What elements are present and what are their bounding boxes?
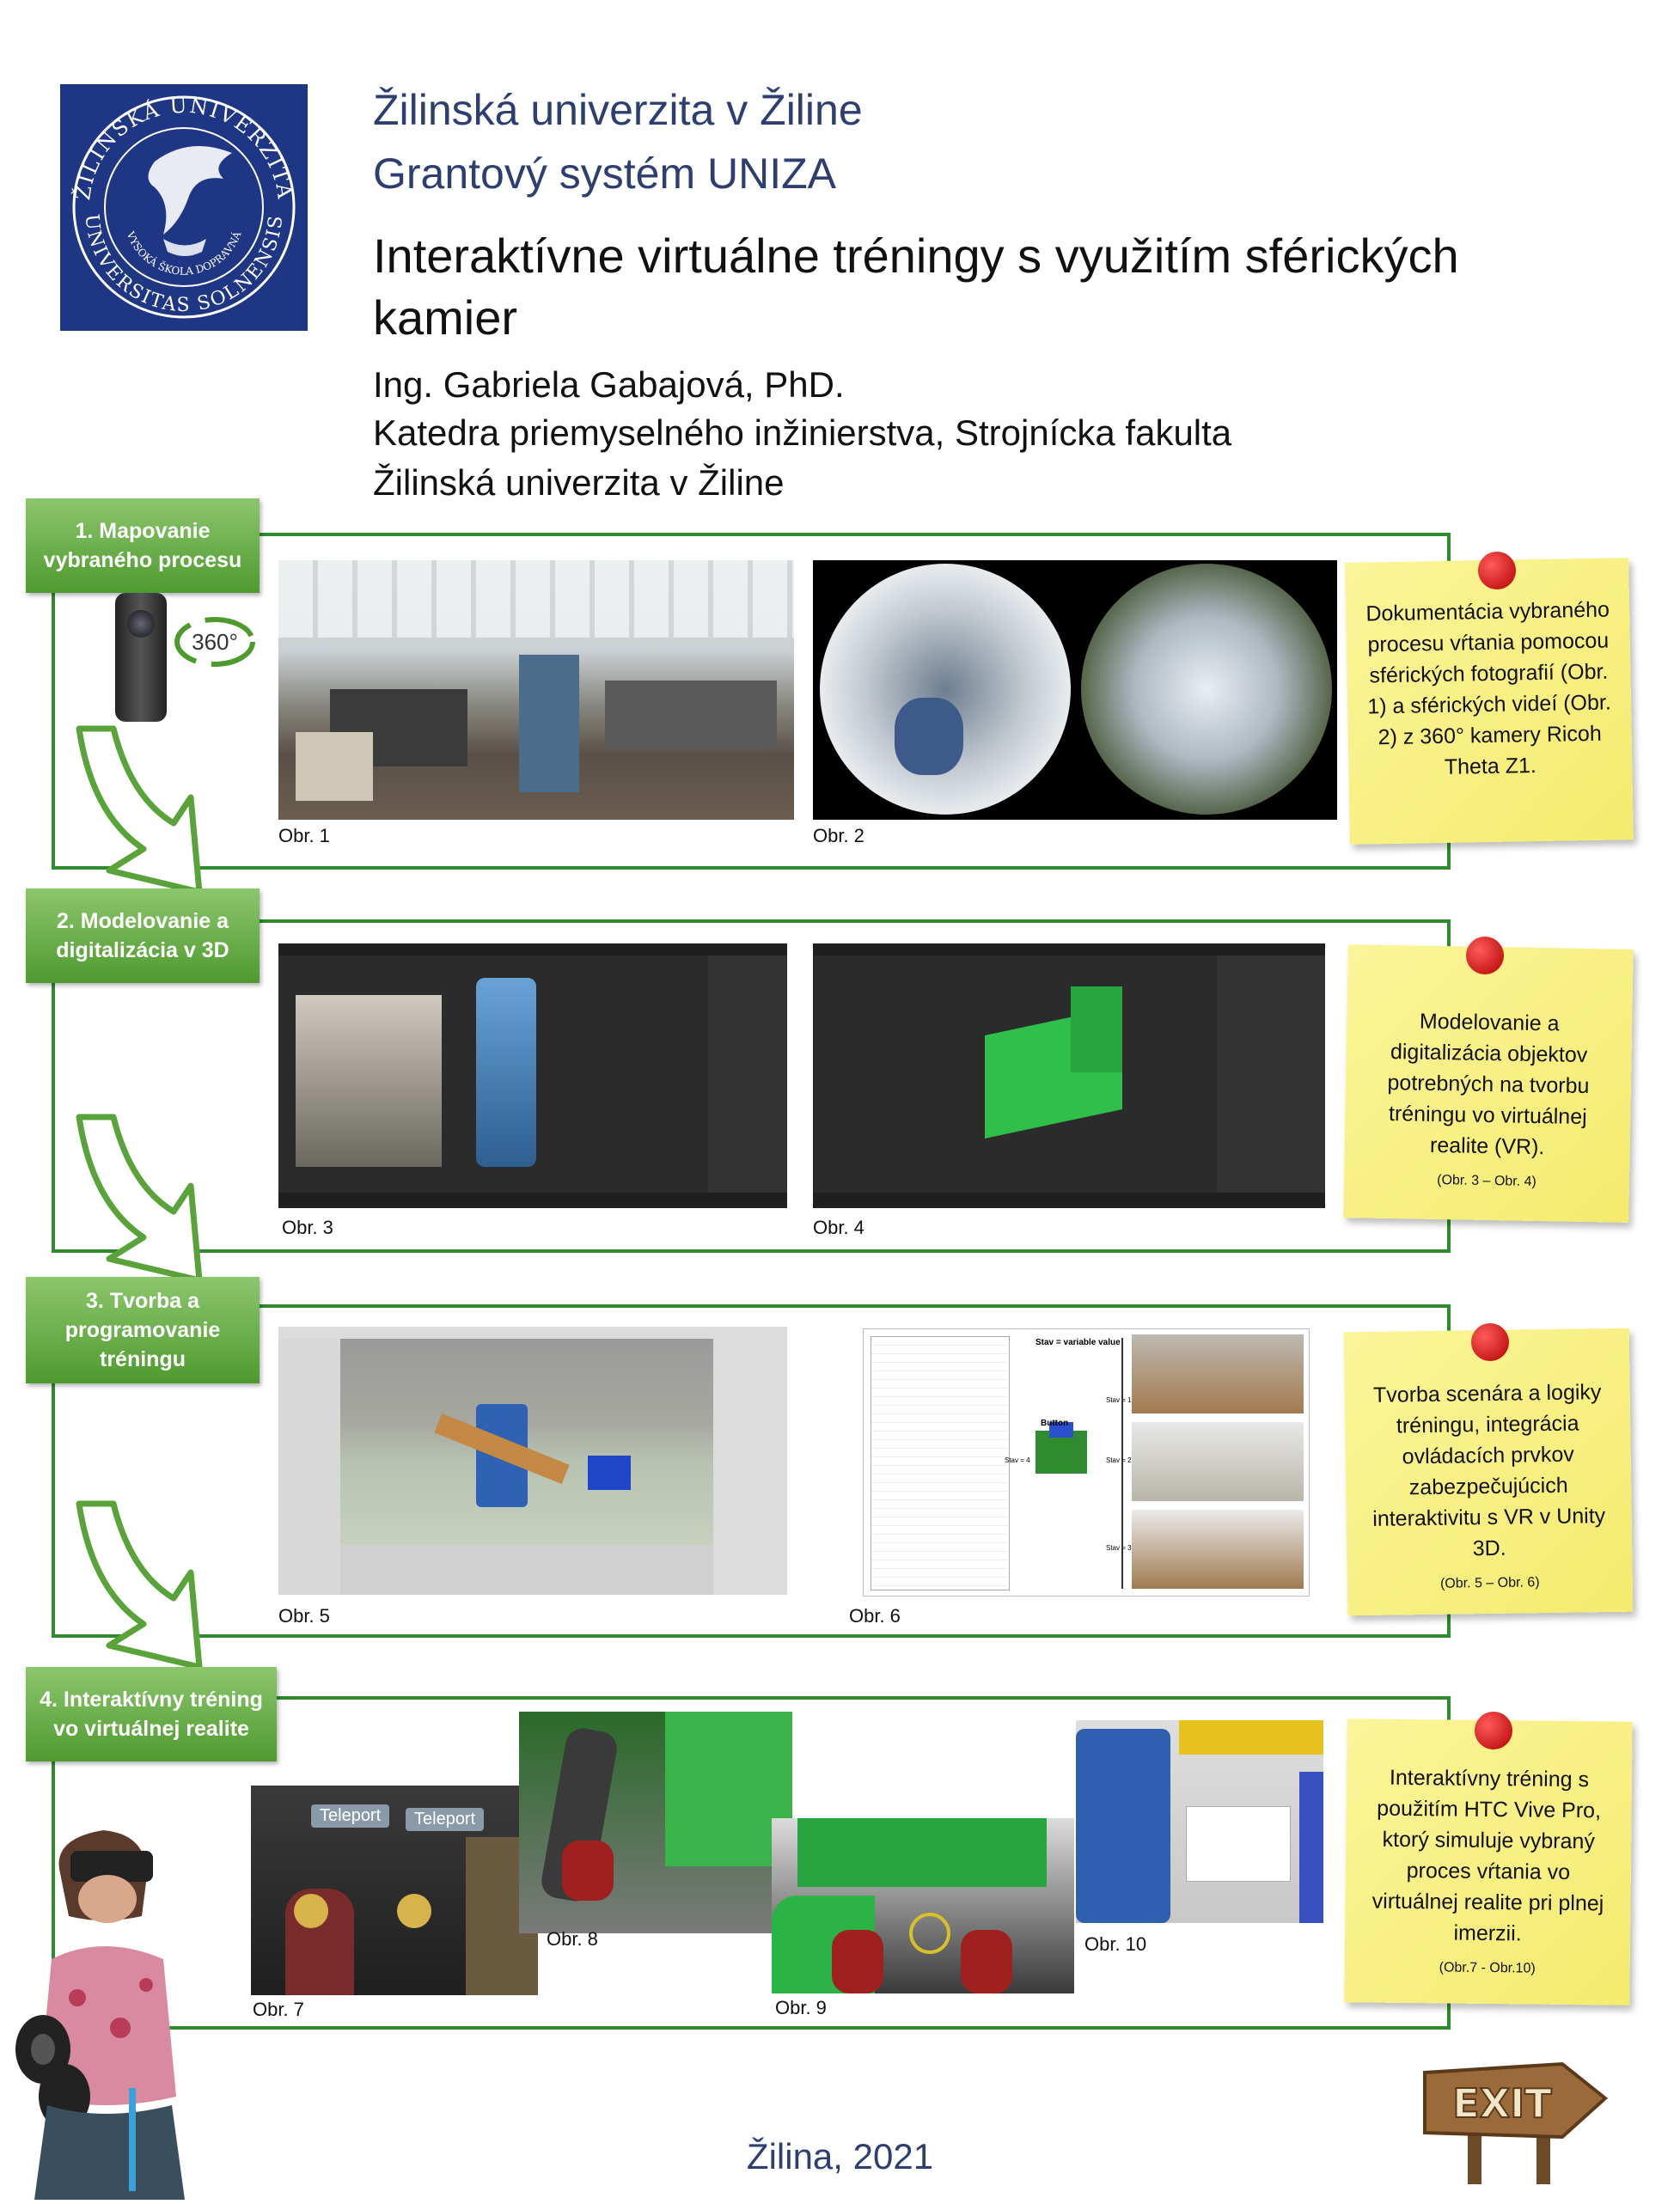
photo-2-fisheye: [813, 560, 1337, 820]
down-arrow-icon: [62, 1495, 208, 1676]
sticky-note-4: Interaktívny tréning s použitím HTC Vive…: [1344, 1719, 1633, 2006]
section-1-label: 1. Mapovanie vybraného procesu: [26, 498, 260, 593]
caption-obr-6: Obr. 6: [849, 1605, 901, 1627]
teleport-label: Teleport: [311, 1804, 390, 1828]
section-3-label: 3. Tvorba a programovanie tréningu: [26, 1277, 260, 1383]
footer-location-year: Žilina, 2021: [746, 2136, 934, 2177]
note-1-text: Dokumentácia vybraného procesu vŕtania p…: [1365, 597, 1612, 779]
down-arrow-icon: [62, 1108, 208, 1289]
caption-obr-7: Obr. 7: [253, 1999, 304, 2020]
sticky-note-1: Dokumentácia vybraného procesu vŕtania p…: [1345, 558, 1634, 845]
section-4-label: 4. Interaktívny tréning vo virtuálnej re…: [26, 1667, 277, 1761]
badge-360: 360°: [192, 629, 238, 655]
university-line: Žilinská univerzita v Žiline: [373, 462, 785, 503]
camera-icon: [115, 593, 167, 722]
caption-obr-1: Obr. 1: [278, 825, 330, 846]
photo-1-panorama: [278, 560, 794, 820]
caption-obr-4: Obr. 4: [813, 1217, 864, 1238]
photo-4-blender-model: [813, 943, 1325, 1208]
pushpin-icon: [1475, 1712, 1512, 1749]
teleport-label: Teleport: [406, 1808, 485, 1831]
down-arrow-icon: [62, 720, 208, 901]
section-2-label: 2. Modelovanie a digitalizácia v 3D: [26, 888, 260, 983]
svg-text:UNIVERSITAS SOLNENSIS: UNIVERSITAS SOLNENSIS: [81, 213, 288, 316]
photo-10-instructions: [1076, 1720, 1323, 1923]
exit-sign-icon: EXIT: [1416, 2038, 1610, 2184]
diagram-state-2: Stav = 2: [1106, 1456, 1132, 1464]
project-title: Interaktívne virtuálne tréningy s využit…: [373, 229, 1459, 345]
note-3-ref: (Obr. 5 – Obr. 6): [1439, 1575, 1540, 1591]
caption-obr-5: Obr. 5: [278, 1605, 330, 1627]
diagram-state-3: Stav = 3: [1106, 1544, 1132, 1552]
note-3-text: Tvorba scenára a logiky tréningu, integr…: [1372, 1380, 1606, 1561]
exit-text: EXIT: [1452, 2080, 1552, 2127]
pushpin-icon: [1478, 552, 1516, 589]
rotation-360-icon: 360°: [172, 612, 258, 672]
diagram-state-1: Stav = 1: [1106, 1396, 1132, 1404]
note-2-ref: (Obr. 3 – Obr. 4): [1437, 1172, 1536, 1189]
caption-obr-8: Obr. 8: [547, 1928, 598, 1950]
vr-user-photo: [0, 1813, 206, 2200]
author-name: Ing. Gabriela Gabajová, PhD.: [373, 364, 845, 405]
diagram-heading: Stav = variable value: [1035, 1338, 1121, 1347]
pushpin-icon: [1466, 937, 1504, 974]
photo-8-drill: [519, 1712, 792, 1933]
note-4-text: Interaktívny tréning s použitím HTC Vive…: [1371, 1765, 1604, 1946]
diagram-state-4: Stav = 4: [1005, 1456, 1030, 1464]
note-2-text: Modelovanie a digitalizácia objektov pot…: [1387, 1009, 1590, 1160]
sticky-note-2: Modelovanie a digitalizácia objektov pot…: [1343, 944, 1634, 1223]
caption-obr-3: Obr. 3: [282, 1217, 333, 1238]
diagram-button-label: Button: [1041, 1419, 1069, 1428]
caption-obr-9: Obr. 9: [775, 1997, 827, 2018]
photo-6-logic-diagram: Stav = variable value Button Stav = 4 St…: [863, 1328, 1310, 1597]
photo-7-teleport: Teleport Teleport: [251, 1786, 538, 1995]
button-3d-icon: [1035, 1422, 1087, 1474]
department: Katedra priemyselného inžinierstva, Stro…: [373, 412, 1232, 453]
grant-system: Grantový systém UNIZA: [373, 150, 836, 198]
photo-9-vr-table: [772, 1818, 1074, 1993]
logo-text-bottom: UNIVERSITAS SOLNENSIS: [81, 213, 286, 316]
code-panel: [871, 1336, 1010, 1590]
caption-obr-10: Obr. 10: [1084, 1933, 1147, 1955]
university-seal-icon: ŽILINSKÁ UNIVERZITA UNIVERSITAS SOLNENSI…: [70, 94, 296, 319]
photo-5-unity: [278, 1327, 787, 1595]
university-name: Žilinská univerzita v Žiline: [373, 86, 863, 134]
university-logo: ŽILINSKÁ UNIVERZITA UNIVERSITAS SOLNENSI…: [60, 84, 308, 331]
sticky-note-3: Tvorba scenára a logiky tréningu, integr…: [1343, 1328, 1634, 1616]
pushpin-icon: [1471, 1323, 1509, 1361]
note-4-ref: (Obr.7 - Obr.10): [1439, 1960, 1536, 1976]
caption-obr-2: Obr. 2: [813, 825, 864, 846]
photo-3-blender: [278, 943, 787, 1208]
